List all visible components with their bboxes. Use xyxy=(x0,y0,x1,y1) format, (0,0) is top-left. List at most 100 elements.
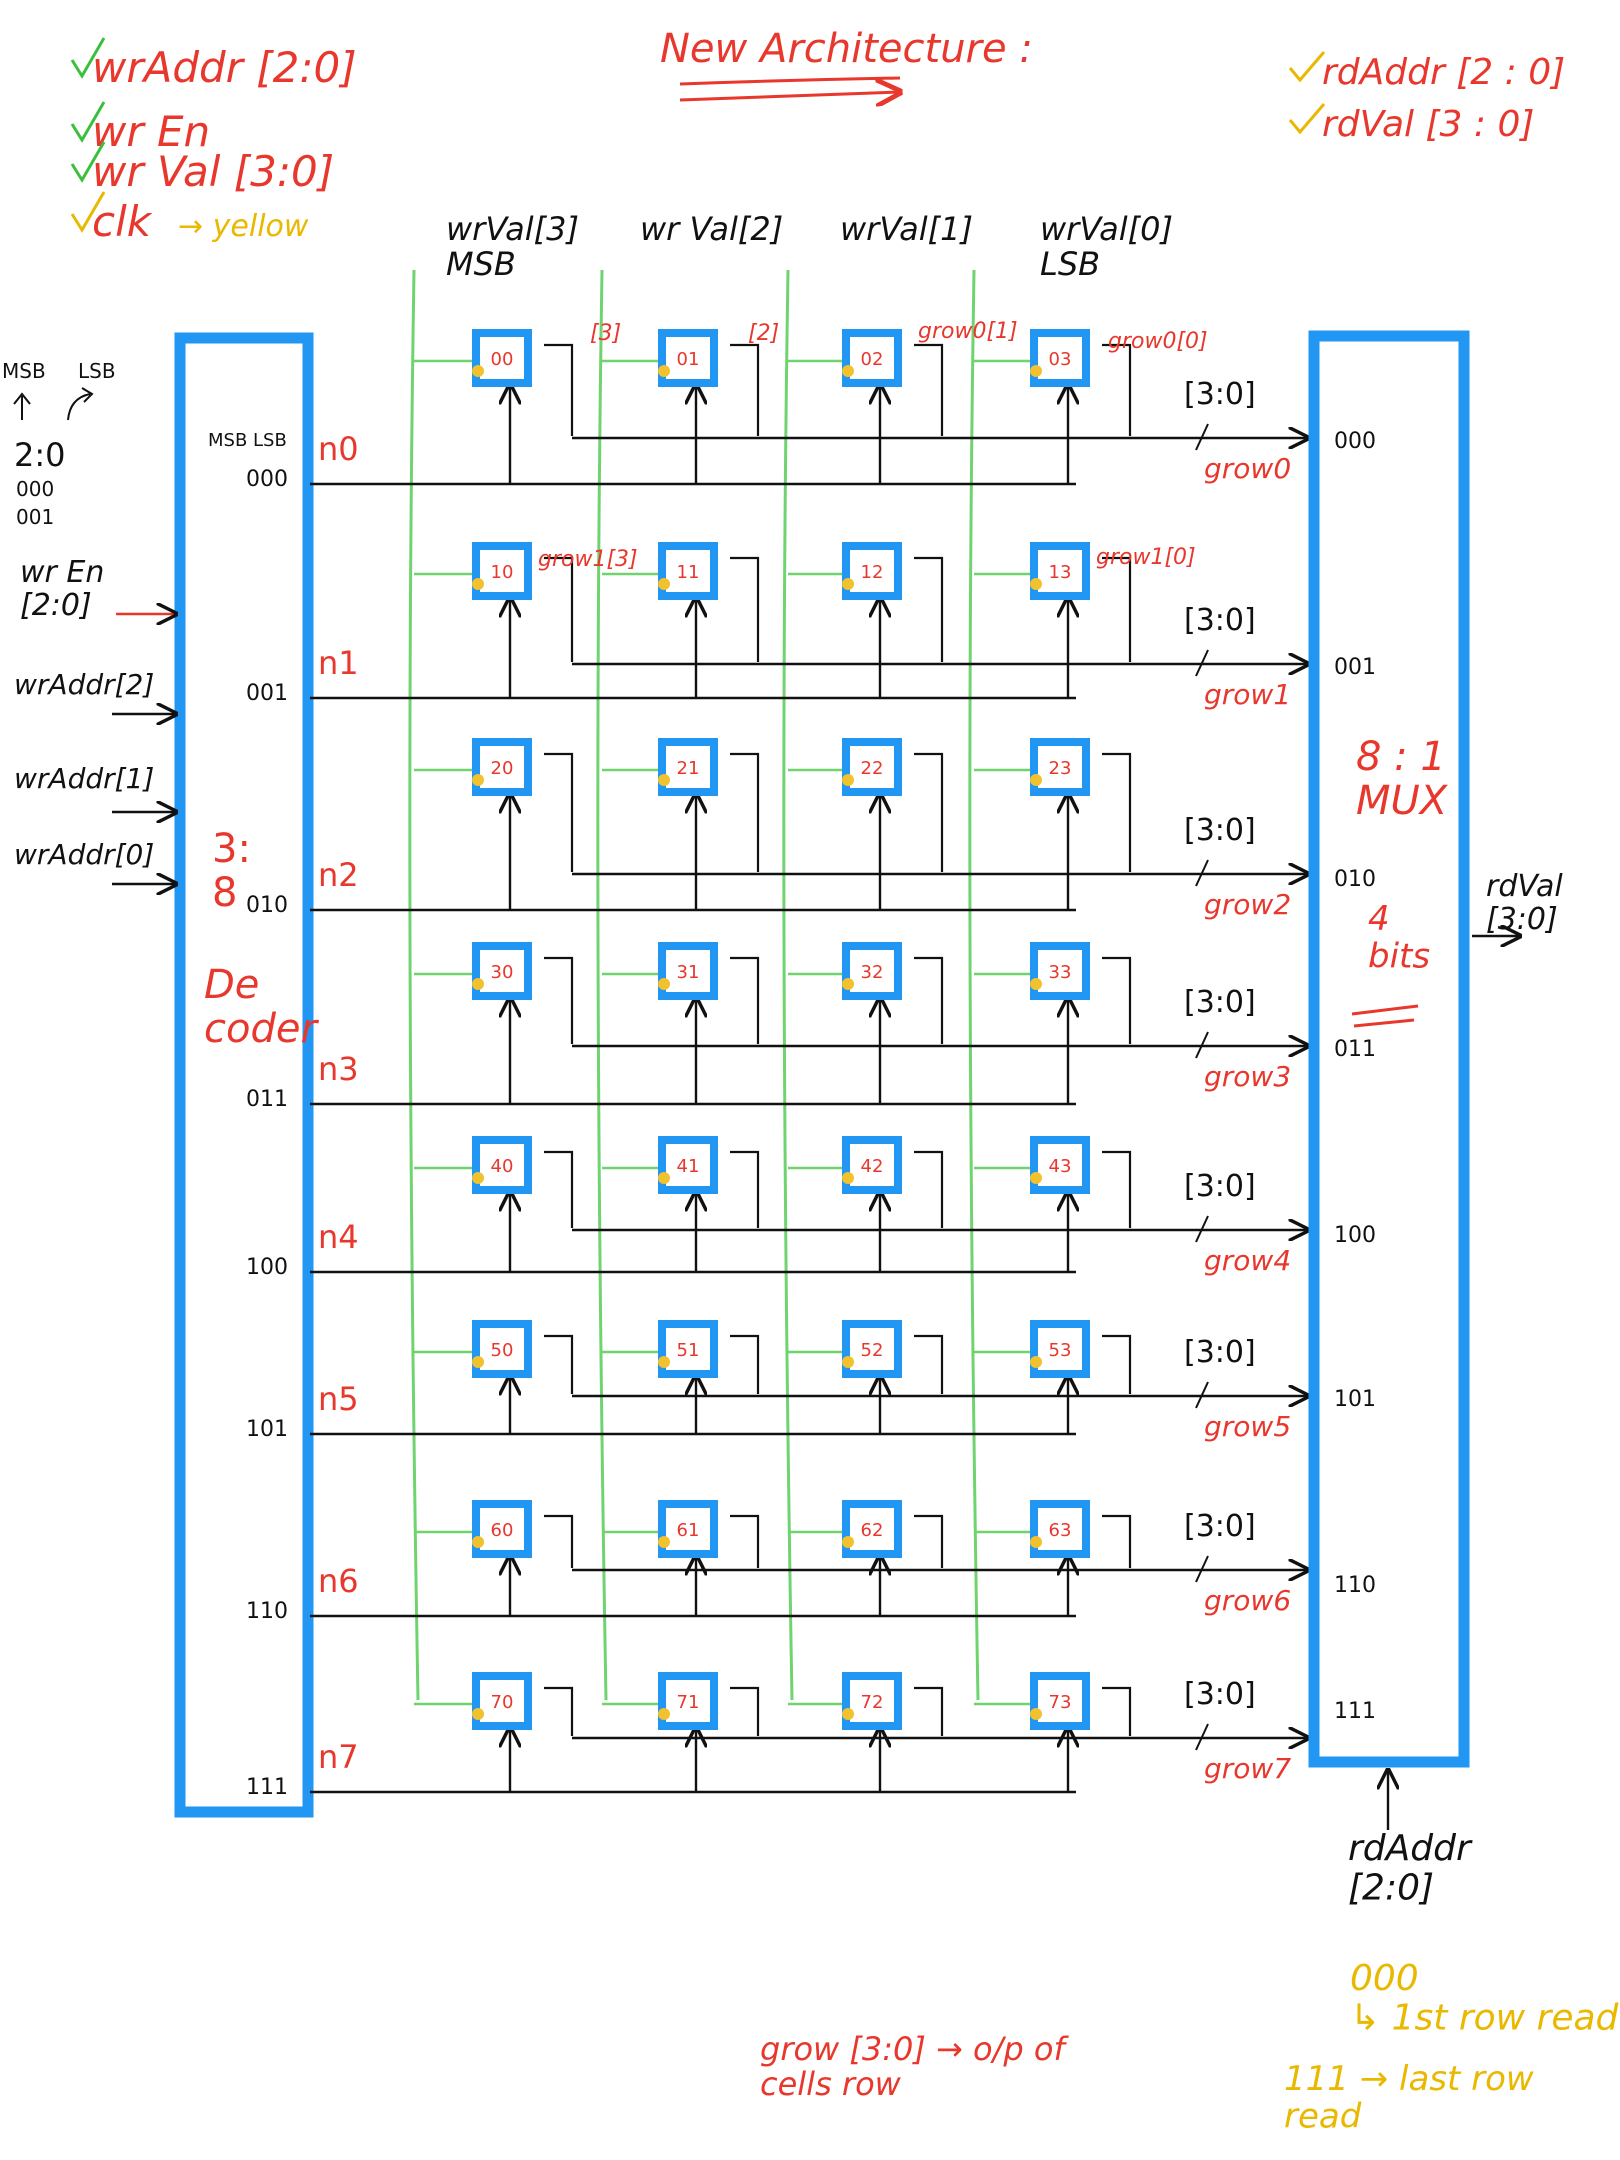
decoder-net-label: n0 xyxy=(318,430,359,468)
decoder-net-label: n3 xyxy=(318,1050,359,1088)
mux-select-label-line: [2:0] xyxy=(1348,1868,1434,1909)
read-last-note-line: 111 → last row xyxy=(1284,2059,1534,2099)
mux-bits-label-line: 4 xyxy=(1368,899,1390,939)
cell-output-stub xyxy=(730,754,758,872)
memory-cell-label: 63 xyxy=(1049,1520,1072,1541)
bus-width-label: [3:0] xyxy=(1184,813,1256,848)
read-last-note: 111 → last rowread xyxy=(1284,2059,1534,2136)
decoder-output-code: 011 xyxy=(246,1087,288,1112)
memory-cell-label: 42 xyxy=(861,1156,884,1177)
bit-tag: [3] xyxy=(590,321,621,346)
memory-cell-label: 10 xyxy=(491,562,514,583)
cell-output-stub xyxy=(914,558,942,662)
bus-name-label: grow4 xyxy=(1204,1244,1291,1277)
clock-dot xyxy=(658,978,670,990)
bus-name-label: grow1 xyxy=(1204,678,1291,711)
legend-item: rdVal [3 : 0] xyxy=(1322,104,1534,145)
clock-dot xyxy=(1030,1708,1042,1720)
clock-dot xyxy=(842,1536,854,1548)
cell-output-stub xyxy=(1102,345,1130,436)
mux-label: 8 : 1MUX xyxy=(1356,734,1449,824)
clock-dot xyxy=(658,774,670,786)
clock-dot xyxy=(658,1356,670,1368)
cell-output-stub xyxy=(1102,1336,1130,1394)
clock-dot xyxy=(842,978,854,990)
clock-dot xyxy=(658,1536,670,1548)
cell-output-stub xyxy=(730,1516,758,1568)
decoder-name-label-line: De xyxy=(204,962,259,1008)
decoder-output-code: 100 xyxy=(246,1255,288,1280)
memory-cell-label: 72 xyxy=(861,1692,884,1713)
bus-name-label: grow5 xyxy=(1204,1410,1291,1443)
column-header: wrVal[1] xyxy=(840,210,973,248)
memory-cell-label: 03 xyxy=(1049,349,1072,370)
memory-cell-label: 62 xyxy=(861,1520,884,1541)
mux-input-code: 110 xyxy=(1334,1573,1376,1598)
memory-cell-label: 12 xyxy=(861,562,884,583)
memory-cell-label: 40 xyxy=(491,1156,514,1177)
decoder-net-label: n6 xyxy=(318,1562,359,1600)
cell-output-stub xyxy=(544,558,572,662)
memory-cell-label: 71 xyxy=(677,1692,700,1713)
bit-order-note: MSB LSB 2:0 000 001 xyxy=(2,359,116,529)
decoder-input-label-line: wr En xyxy=(20,555,104,590)
mux-output-label-line: rdVal xyxy=(1486,869,1563,904)
bus-name-label: grow6 xyxy=(1204,1584,1291,1617)
clock-dot xyxy=(658,1708,670,1720)
legend-item: wrAddr [2:0] xyxy=(92,43,357,92)
decoder-input-label: wrAddr[0] xyxy=(14,838,154,871)
cell-output-stub xyxy=(914,958,942,1044)
bus-name-label: grow3 xyxy=(1204,1060,1291,1093)
decoder-net-label: n2 xyxy=(318,856,359,894)
clock-dot xyxy=(842,365,854,377)
clock-dot xyxy=(472,1536,484,1548)
clock-dot xyxy=(658,365,670,377)
cell-output-stub xyxy=(914,754,942,872)
memory-cell-label: 22 xyxy=(861,758,884,779)
decoder-output-code: 000 xyxy=(246,467,288,492)
memory-cell-label: 73 xyxy=(1049,1692,1072,1713)
read-first-note: 000↳ 1st row read xyxy=(1350,1958,1620,2039)
memory-cell-label: 61 xyxy=(677,1520,700,1541)
cell-output-stub xyxy=(544,754,572,872)
read-port-legend: rdAddr [2 : 0]rdVal [3 : 0] xyxy=(1290,52,1565,145)
clock-dot xyxy=(1030,1356,1042,1368)
clock-dot xyxy=(1030,365,1042,377)
mux-select-label: rdAddr[2:0] xyxy=(1348,1828,1473,1909)
mux-labels: 0000010100111001011101118 : 1MUX4bitsrdV… xyxy=(1334,429,1563,1909)
read-first-note-line: ↳ 1st row read xyxy=(1350,1998,1620,2039)
column-header-line: wrVal[0] xyxy=(1040,210,1173,248)
memory-cell-label: 41 xyxy=(677,1156,700,1177)
signal-legend: wrAddr [2:0]wr Enwr Val [3:0]clk→ yellow xyxy=(72,38,357,246)
mux-bits-label-line: bits xyxy=(1368,936,1430,976)
decoder-net-label: n4 xyxy=(318,1218,359,1256)
memory-cell-label: 33 xyxy=(1049,962,1072,983)
memory-cell-label: 00 xyxy=(491,349,514,370)
legend-check-mark xyxy=(1290,104,1324,132)
column-header-line: LSB xyxy=(1040,245,1100,283)
memory-cell-label: 53 xyxy=(1049,1340,1072,1361)
bit-tag: [2] xyxy=(748,321,779,346)
column-headers: wrVal[3]MSBwr Val[2]wrVal[1]wrVal[0]LSB xyxy=(446,210,1173,283)
memory-cell-label: 02 xyxy=(861,349,884,370)
memory-cell-label: 11 xyxy=(677,562,700,583)
cell-output-stub xyxy=(544,345,572,436)
clock-dot xyxy=(472,1172,484,1184)
memory-cell-label: 21 xyxy=(677,758,700,779)
mux-input-code: 011 xyxy=(1334,1037,1376,1062)
decoder-name-label-line: coder xyxy=(204,1006,319,1052)
decoder-output-code: 010 xyxy=(246,893,288,918)
bus-width-label: [3:0] xyxy=(1184,1335,1256,1370)
clock-dot xyxy=(472,365,484,377)
mux-bits-label: 4bits xyxy=(1368,899,1430,976)
cell-output-stub xyxy=(1102,1152,1130,1228)
clock-dot xyxy=(842,578,854,590)
decoder-net-label: n1 xyxy=(318,644,359,682)
bit-order-range: 2:0 xyxy=(14,436,66,474)
clock-dot xyxy=(842,1708,854,1720)
decoder-inputs: wr En[2:0]wrAddr[2]wrAddr[1]wrAddr[0] xyxy=(14,555,176,884)
clock-dot xyxy=(658,1172,670,1184)
cell-output-stub xyxy=(544,1152,572,1228)
bus-width-label: [3:0] xyxy=(1184,603,1256,638)
column-header-line: wrVal[3] xyxy=(446,210,579,248)
